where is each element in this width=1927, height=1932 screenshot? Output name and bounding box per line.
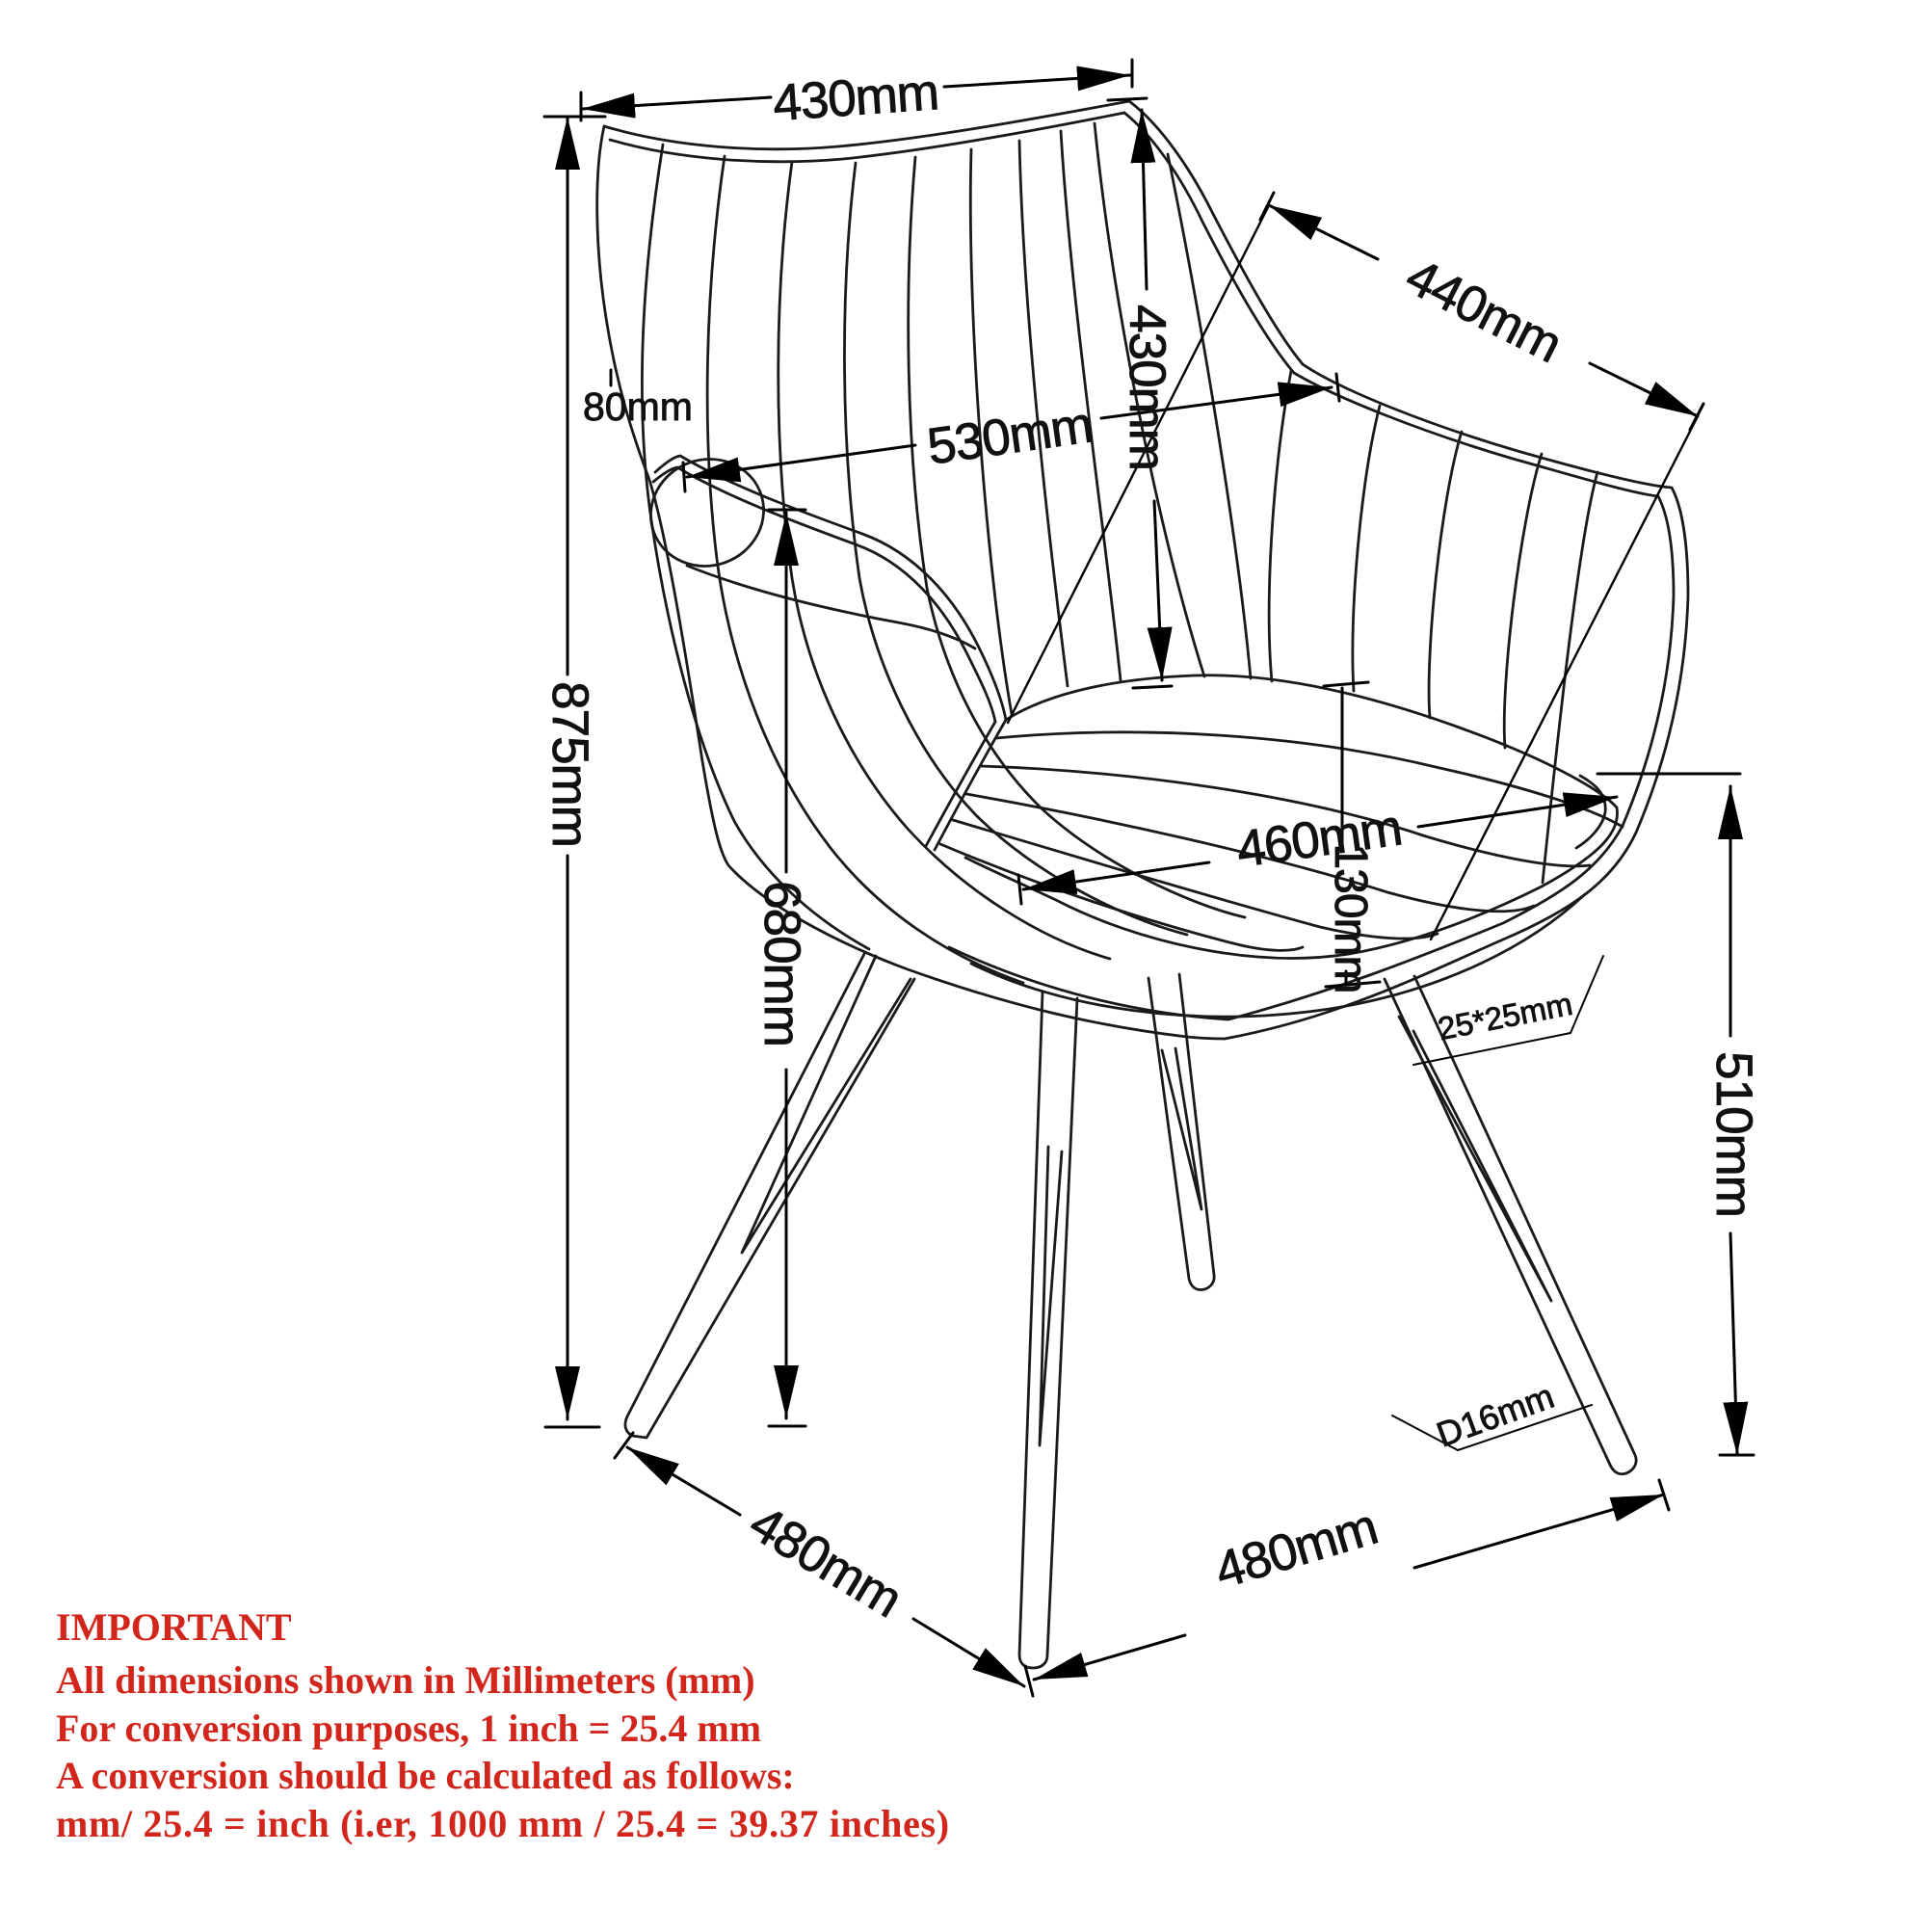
svg-text:130mm: 130mm <box>1325 843 1376 992</box>
svg-text:430mm: 430mm <box>771 64 939 132</box>
svg-text:80mm: 80mm <box>583 384 693 429</box>
svg-text:IMPORTANT: IMPORTANT <box>56 1605 292 1649</box>
svg-text:680mm: 680mm <box>753 881 810 1046</box>
svg-text:510mm: 510mm <box>1705 1051 1762 1217</box>
svg-text:460mm: 460mm <box>1233 799 1405 878</box>
svg-text:mm/ 25.4 = inch (i.er, 1000 mm: mm/ 25.4 = inch (i.er, 1000 mm / 25.4 = … <box>56 1802 950 1845</box>
svg-text:875mm: 875mm <box>541 681 598 847</box>
svg-text:All dimensions shown in Millim: All dimensions shown in Millimeters (mm) <box>56 1658 755 1702</box>
svg-text:A conversion should be calcula: A conversion should be calculated as fol… <box>56 1754 795 1797</box>
svg-text:25*25mm: 25*25mm <box>1435 986 1575 1046</box>
svg-text:480mm: 480mm <box>1208 1498 1383 1600</box>
svg-text:480mm: 480mm <box>740 1495 911 1628</box>
svg-text:440mm: 440mm <box>1397 248 1571 374</box>
svg-text:For conversion purposes, 1 inc: For conversion purposes, 1 inch = 25.4 m… <box>56 1707 761 1750</box>
svg-text:430mm: 430mm <box>1119 304 1175 470</box>
svg-text:D16mm: D16mm <box>1432 1376 1559 1455</box>
svg-text:530mm: 530mm <box>924 396 1095 475</box>
